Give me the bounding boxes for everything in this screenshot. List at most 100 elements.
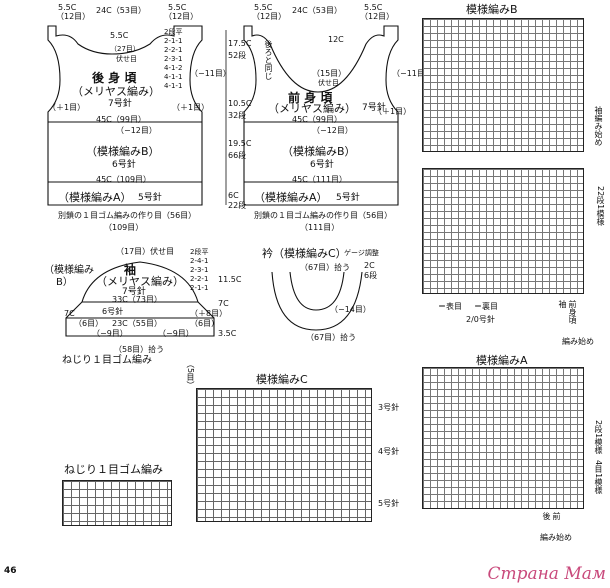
pattern-c-grid	[196, 388, 372, 522]
back-neck-rows: （27目）	[110, 45, 140, 53]
dim-a3r: 66段	[228, 151, 247, 160]
front-neck-rows: （15目）	[312, 69, 347, 78]
pattern-b-grid-top	[422, 18, 584, 152]
back-w1: 45C（99目）	[96, 115, 146, 124]
sleeve-w4: （−9目）	[158, 329, 194, 338]
dim-mid: （−11目）	[190, 69, 231, 78]
pattern-b-legend3: 2/0号針	[466, 315, 495, 324]
collar-h: 2C	[364, 261, 375, 270]
pattern-a-grid	[422, 367, 584, 509]
sleeve-top-note: （17目）伏せ目	[116, 247, 175, 256]
collar-outline	[271, 271, 363, 331]
watermark: Страна Мам	[487, 564, 606, 584]
sleeve-l4: （6目）	[190, 319, 220, 328]
dim-a3: 19.5C	[228, 139, 252, 148]
back-w2: 45C（109目）	[96, 175, 152, 184]
dim-a2r: 32段	[228, 111, 247, 120]
sleeve-rib: ねじり１目ゴム編み	[62, 355, 152, 366]
pattern-b-legend1: ＝表目	[438, 302, 462, 311]
front-neck: 24C（53目）	[292, 6, 342, 15]
pattern-a-side2: 2段1模様	[594, 420, 603, 455]
sleeve-needle-b: 6号針	[102, 307, 124, 316]
front-body-outline	[243, 25, 399, 206]
pattern-a-title: 模様編みA	[476, 354, 528, 367]
pattern-c-title: 模様編みC	[256, 373, 308, 386]
front-shoulder-r2: （12目）	[360, 12, 395, 21]
front-shoulder-r: 5.5C	[364, 3, 383, 12]
collar-note: ゲージ調整	[344, 249, 379, 257]
back-shoulder-l: 5.5C	[58, 3, 77, 12]
sleeve-pat-b2: B）	[56, 277, 73, 288]
pattern-b-side2: 22段1模様	[596, 186, 605, 226]
back-neck-depth: 5.5C	[110, 31, 129, 40]
rib-title: ねじり１目ゴム編み	[64, 463, 163, 476]
dim-a2: 10.5C	[228, 99, 252, 108]
collar-bottom: （67目）拾う	[306, 333, 357, 342]
pattern-b-foot3: 編み始め	[562, 337, 594, 346]
front-needle-a: 5号針	[336, 193, 360, 203]
back-cast: 別鎖の１目ゴム編みの作り目（56目）	[58, 211, 197, 220]
back-inc2: （＋1目）	[172, 103, 210, 112]
pattern-c-z1: 3号針	[378, 403, 400, 412]
sleeve-w6: （58目）拾う	[114, 345, 165, 354]
dim-a4r: 22段	[228, 201, 247, 210]
back-needle-a: 5号針	[138, 193, 162, 203]
pattern-b-title: 模様編みB	[466, 3, 518, 16]
dim-a1r: 52段	[228, 51, 247, 60]
front-w2: 45C（111目）	[292, 175, 348, 184]
sleeve-l3: （＋8目）	[190, 309, 228, 318]
front-sub: （メリヤス編み）	[268, 102, 356, 115]
pattern-c-z2: 4号針	[378, 447, 400, 456]
pattern-a-foot2: 前	[552, 512, 561, 520]
back-shoulder-l2: （12目）	[56, 12, 91, 21]
sleeve-rows-dec: 2段平 2-4-1 2-3-1 2-2-1 2-1-1	[190, 248, 209, 292]
dim-a1: 17.5C	[228, 39, 252, 48]
sleeve-w2: 23C（55目）	[112, 319, 162, 328]
collar-dec: （−14目）	[330, 305, 371, 314]
front-neck-depth: 12C	[328, 35, 344, 44]
pattern-b-foot2: 前身頃	[568, 300, 577, 324]
front-width: （111目）	[300, 223, 340, 232]
dim-a4: 6C	[228, 191, 239, 200]
sleeve-w3: （−9目）	[92, 329, 128, 338]
front-mid: （−11目）	[392, 69, 433, 78]
back-shoulder-r2: （12目）	[164, 12, 199, 21]
sleeve-pat-b: （模様編み	[44, 265, 94, 276]
sleeve-w1: 33C（73目）	[112, 295, 162, 304]
front-shoulder-l: 5.5C	[254, 3, 273, 12]
collar-inner	[289, 271, 345, 311]
back-needle-b: 6号針	[112, 160, 136, 170]
front-needle-b: 6号針	[310, 160, 334, 170]
collar-hr: 6段	[364, 271, 378, 280]
front-pat-b: （模様編みB）	[282, 145, 356, 158]
back-title: 後 身 頃	[92, 71, 137, 85]
back-needle: 7号針	[108, 99, 132, 109]
sleeve-title: 袖	[124, 263, 137, 277]
front-w1: 45C（99目）	[292, 115, 342, 124]
sleeve-outline	[65, 261, 215, 337]
pattern-b-legend2: ＝裏目	[474, 302, 498, 311]
pattern-a-foot3: 編み始め	[540, 533, 572, 542]
sleeve-c3: 3.5C	[218, 329, 237, 338]
rib-grid	[62, 480, 172, 526]
pattern-b-side1: 袖編み始め	[594, 106, 603, 146]
pattern-a-foot1: 後	[542, 512, 551, 520]
pattern-c-z3: 5号針	[378, 499, 400, 508]
sleeve-cuff: （5目）	[186, 360, 195, 390]
sleeve-sub: （メリヤス編み）	[96, 275, 184, 288]
pattern-b-foot1: 袖	[558, 300, 567, 308]
back-shoulder-r: 5.5C	[168, 3, 187, 12]
back-pat-a: （模様編みA）	[58, 191, 132, 204]
back-d1: （−12目）	[116, 126, 157, 135]
back-sub: （メリヤス編み）	[72, 85, 160, 98]
page-number: 46	[4, 566, 17, 576]
sleeve-c2: 7C	[218, 299, 229, 308]
front-side-note: 後ろと同じ	[264, 40, 273, 80]
pattern-a-side1: 4目1模様	[594, 460, 603, 495]
back-body-outline	[47, 25, 203, 206]
front-neck-note: 伏せ目	[318, 79, 339, 87]
collar-title: 衿（模様編みC）	[262, 247, 347, 260]
front-inc: （＋1目）	[374, 107, 412, 116]
